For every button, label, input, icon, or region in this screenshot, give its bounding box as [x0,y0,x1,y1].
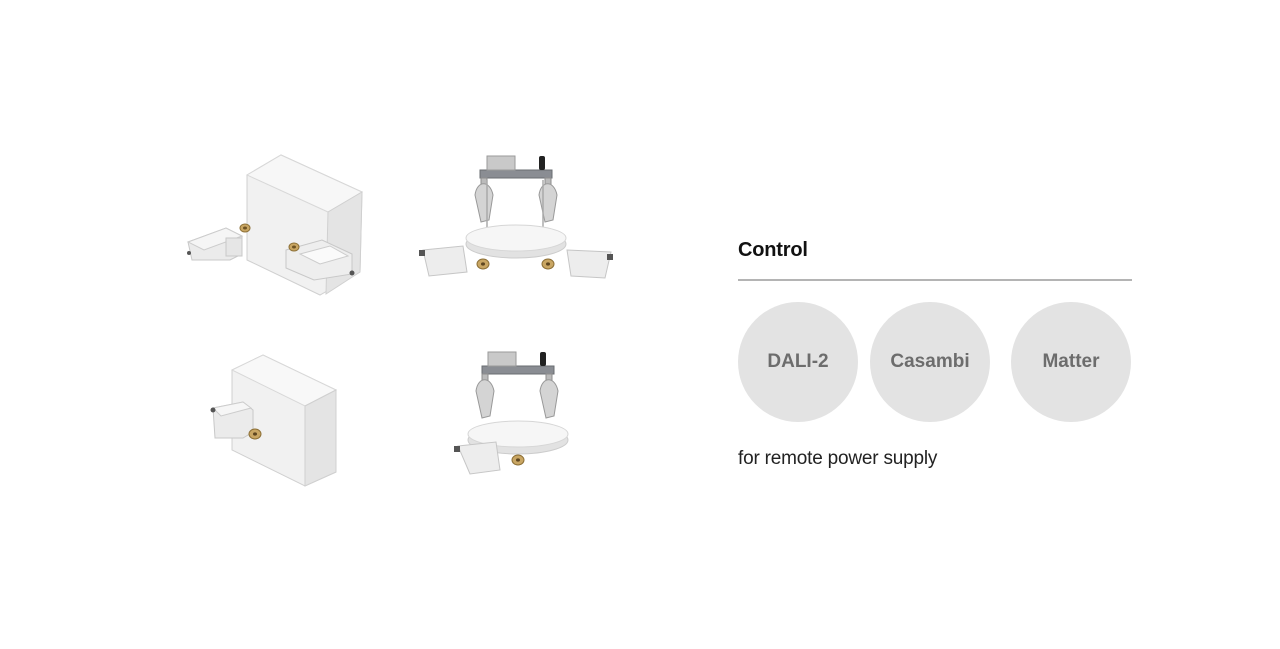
ceiling-canopy-double-connector-icon [419,155,613,279]
control-options: DALI-2 Casambi Matter [738,302,1132,422]
surface-box-single-connector-icon [210,354,338,487]
control-divider [738,279,1132,281]
control-title: Control [738,239,808,261]
option-dali2-badge: DALI-2 [738,302,858,422]
control-note: for remote power supply [738,448,938,469]
ceiling-canopy-single-connector-icon [454,351,569,475]
option-matter-badge: Matter [1011,302,1131,422]
control-section: Control DALI-2 Casambi Matter for remote… [738,238,1132,471]
surface-box-double-connector-icon [186,154,364,296]
option-casambi-badge: Casambi [870,302,990,422]
